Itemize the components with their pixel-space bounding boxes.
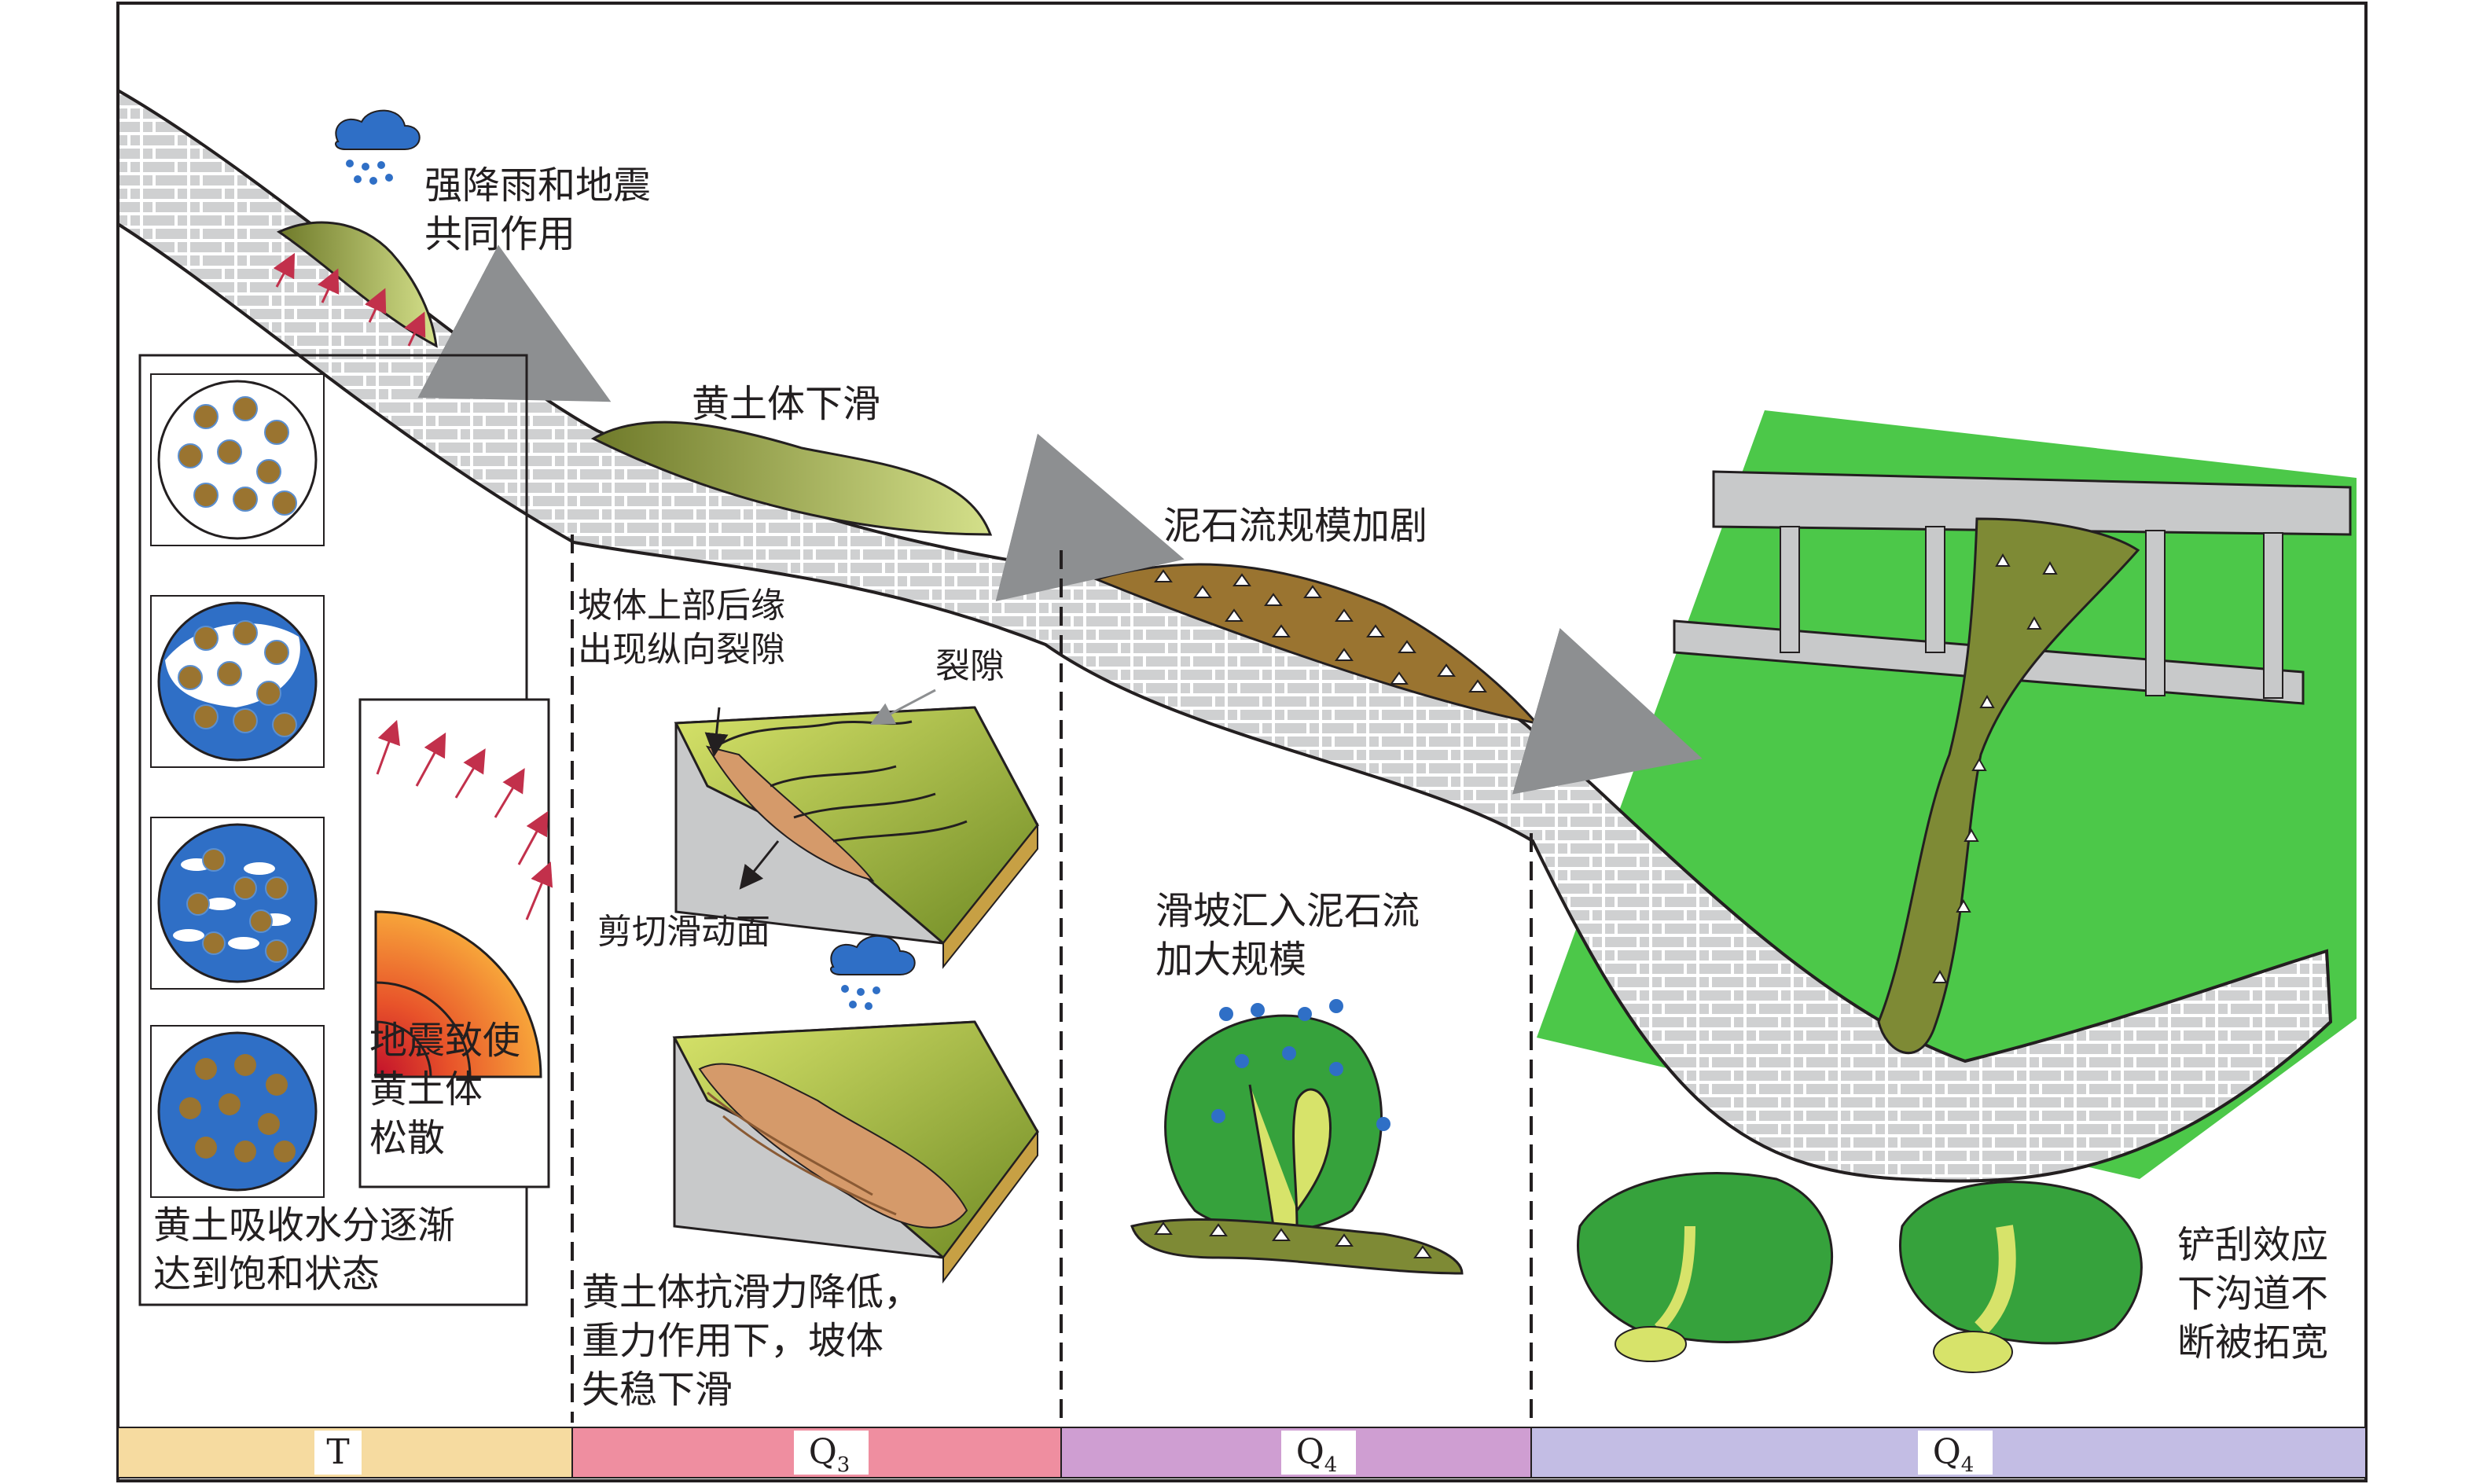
scour-illustration-1 — [1577, 1172, 1833, 1362]
stage-label-Q4: Q4 — [1296, 1432, 1338, 1477]
label-scouring: 铲刮效应 下沟道不 断被拓宽 — [2177, 1223, 2340, 1365]
merge-illustration — [1130, 999, 1464, 1275]
stress-arrows — [273, 252, 426, 347]
quake-fan — [374, 910, 542, 1078]
loess-body-slide — [590, 421, 993, 536]
scour-illustration-2 — [1899, 1181, 2143, 1373]
label-saturation: 黄土吸收水分逐渐 达到饱和状态 — [153, 1203, 467, 1296]
stage-label-Q4-second: Q4 — [1933, 1432, 1975, 1477]
label-debris-intensify: 泥石流规模加剧 — [1163, 504, 1427, 548]
label-quake-loosen: 地震致使 黄土体 松散 — [369, 1019, 532, 1160]
stage-dry — [150, 373, 325, 546]
stage-wet-2 — [150, 817, 325, 990]
frame — [116, 2, 2368, 1482]
cloud-icon — [335, 109, 421, 185]
quake-arrows — [376, 719, 553, 920]
bridge-scene — [1673, 470, 2352, 1055]
saturation-stages — [150, 373, 325, 1198]
annotations: 强降雨和地震 共同作用 黄土体下滑 泥石流规模加剧 坡体上部后缘 出现纵向裂隙 … — [153, 163, 2340, 1412]
cloud-icon — [830, 935, 916, 1010]
slope-block-cracked — [674, 706, 1039, 969]
stage-label-Q3: Q3 — [809, 1432, 850, 1477]
label-merge: 滑坡汇入泥石流 加大规模 — [1155, 889, 1431, 982]
stage-label-T: T — [326, 1432, 349, 1472]
stage-wet-1 — [150, 595, 325, 768]
stage-bar: T Q3 Q4 Q4 — [117, 1427, 2367, 1478]
label-crest-crack: 坡体上部后缘 出现纵向裂隙 — [578, 586, 796, 670]
slope-block-slumped — [672, 1020, 1039, 1284]
foot-clasts — [1044, 550, 1086, 567]
bedrock-band — [116, 87, 2333, 1183]
debris-body — [1093, 563, 1541, 725]
label-resistance-drop: 黄土体抗滑力降低， 重力作用下，坡体 失稳下滑 — [582, 1270, 933, 1412]
label-loess-slide: 黄土体下滑 — [692, 382, 880, 426]
stage-saturated — [150, 1025, 325, 1198]
label-crack: 裂隙 — [935, 646, 1005, 686]
dividers — [571, 534, 1533, 1423]
label-rain-quake: 强降雨和地震 共同作用 — [424, 163, 663, 256]
label-shear-plane: 剪切滑动面 — [597, 912, 770, 952]
